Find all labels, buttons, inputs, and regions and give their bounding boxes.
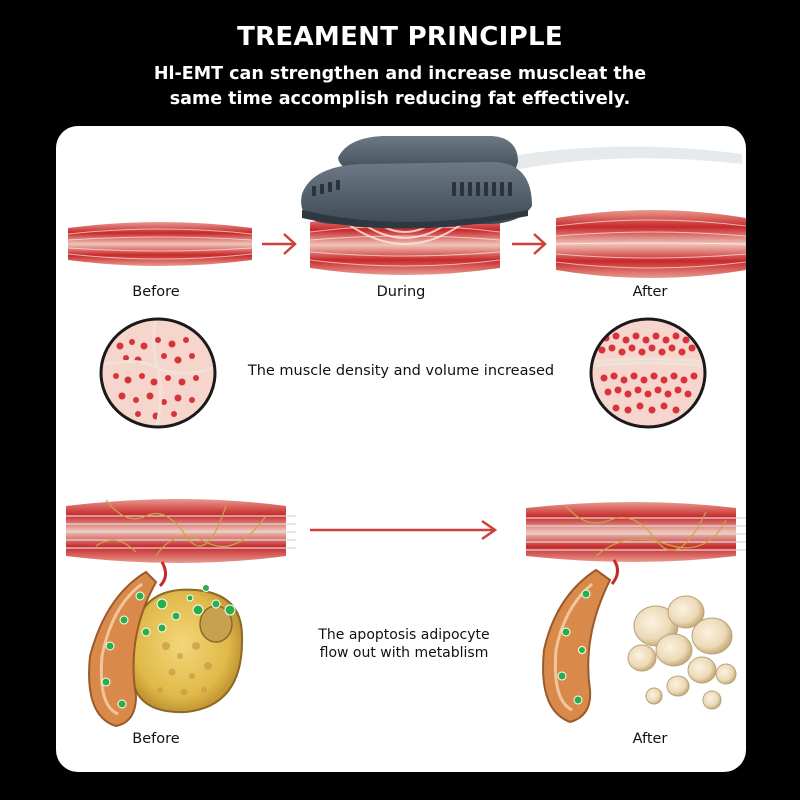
muscle-after-label: After <box>632 284 668 300</box>
device-handpiece <box>301 136 742 229</box>
muscle-during-illustration <box>309 215 501 275</box>
muscle-before-label: Before <box>132 284 180 300</box>
arrow-right-icon <box>310 519 498 541</box>
fat-cells-before-illustration <box>66 499 296 728</box>
page-subtitle: Hl-EMT can strengthen and increase muscl… <box>0 62 800 112</box>
fat-before-label: Before <box>132 731 180 747</box>
subtitle-line-2: same time accomplish reducing fat effect… <box>169 89 631 109</box>
muscle-during-label: During <box>376 284 426 300</box>
fat-apoptosis-caption: The apoptosis adipocyte flow out with me… <box>284 626 524 662</box>
page-title: TREAMENT PRINCIPLE <box>237 22 563 52</box>
arrow-right-icon <box>512 233 547 255</box>
fat-caption-line-1: The apoptosis adipocyte <box>318 627 490 643</box>
fat-after-label: After <box>632 731 668 747</box>
muscle-density-after-circle <box>589 317 707 429</box>
fat-cells-after-illustration <box>526 502 746 724</box>
fat-caption-line-2: flow out with metablism <box>319 645 489 661</box>
diagram-panel: Before During After The muscle density a… <box>56 126 746 772</box>
muscle-before-illustration <box>67 222 253 266</box>
density-caption: The muscle density and volume increased <box>247 363 555 379</box>
muscle-after-illustration <box>555 210 746 278</box>
arrow-right-icon <box>262 233 297 255</box>
muscle-density-before-circle <box>99 317 217 429</box>
subtitle-line-1: Hl-EMT can strengthen and increase muscl… <box>153 64 647 84</box>
